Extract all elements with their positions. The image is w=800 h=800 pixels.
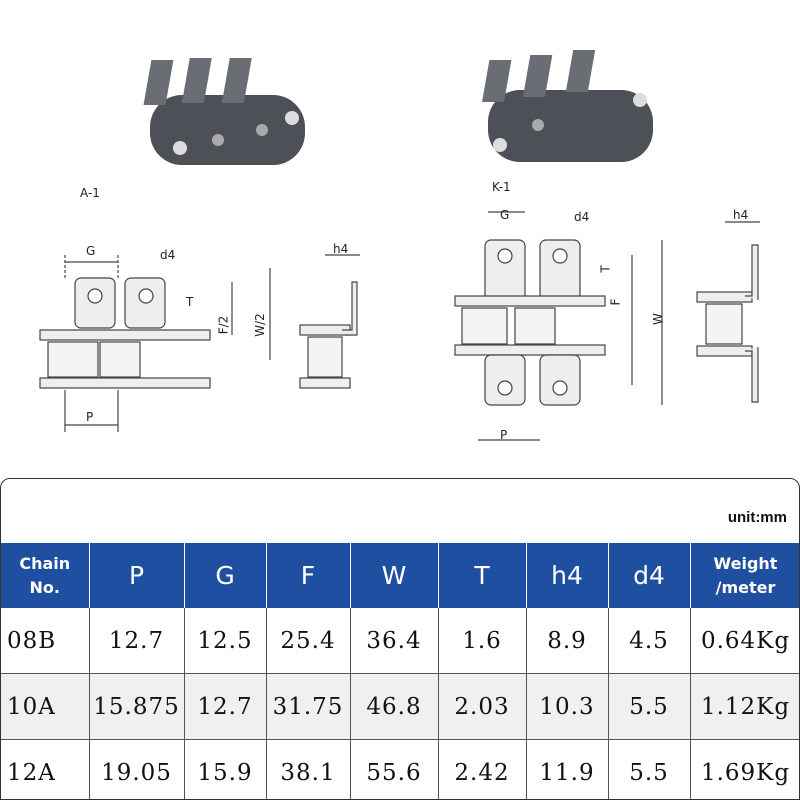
cell-t: 1.6 [438,608,527,674]
header-h4: h4 [526,543,609,608]
header-g: G [184,543,267,608]
a1-chain-photo [143,58,305,165]
k1-side-view [696,221,760,403]
dim-w-k1: W [650,313,665,325]
table-row: 08B 12.7 12.5 25.4 36.4 1.6 8.9 4.5 0.64… [1,608,799,674]
cell-g: 12.5 [184,608,267,674]
cell-d4: 5.5 [608,739,691,799]
cell-f: 25.4 [266,608,351,674]
cell-chain-no: 08B [1,608,90,674]
cell-h4: 10.3 [526,673,609,740]
dim-f-k1: F [608,298,623,306]
dim-h4-a1: h4 [333,242,349,256]
header-weight: Weight /meter [690,543,799,608]
header-w: W [350,543,439,608]
dim-p-k1: P [500,428,508,442]
cell-f: 38.1 [266,739,351,799]
header-t: T [438,543,527,608]
cell-chain-no: 12A [1,739,90,799]
label-a1: A-1 [80,186,100,200]
table-row: 12A 19.05 15.9 38.1 55.6 2.42 11.9 5.5 1… [1,739,799,799]
label-k1: K-1 [492,180,511,194]
table-row: 10A 15.875 12.7 31.75 46.8 2.03 10.3 5.5… [1,673,799,740]
cell-d4: 4.5 [608,608,691,674]
cell-d4: 5.5 [608,673,691,740]
chain-drawing [39,50,760,441]
spec-table: Chain No. P G F W T h4 d4 Weight /meter … [1,543,799,799]
dim-f2-a1: F/2 [216,315,231,335]
cell-weight: 1.12Kg [690,673,799,740]
a1-front-view [39,255,271,432]
cell-w: 55.6 [350,739,439,799]
cell-weight: 0.64Kg [690,608,799,674]
dim-g-a1: G [86,244,96,258]
cell-h4: 11.9 [526,739,609,799]
unit-label: unit:mm [727,509,787,526]
cell-w: 46.8 [350,673,439,740]
cell-g: 15.9 [184,739,267,799]
k1-front-view [454,211,663,441]
header-f: F [266,543,351,608]
cell-h4: 8.9 [526,608,609,674]
dim-t-a1: T [186,295,194,309]
dim-d4-a1: d4 [160,248,176,262]
k1-chain-photo [482,50,653,162]
cell-p: 15.875 [89,673,185,740]
spec-table-frame: unit:mm Chain No. P G F W T h4 d4 Weight [0,478,800,800]
dim-p-a1: P [86,410,94,424]
header-weight-line1: Weight [713,553,778,573]
cell-t: 2.42 [438,739,527,799]
header-row: Chain No. P G F W T h4 d4 Weight /meter [1,543,799,608]
a1-side-view [299,254,360,389]
cell-chain-no: 10A [1,673,90,740]
cell-t: 2.03 [438,673,527,740]
cell-weight: 1.69Kg [690,739,799,799]
dim-w2-a1: W/2 [252,313,267,337]
dim-h4-k1: h4 [733,208,749,222]
header-chain-line2: No. [29,577,60,597]
header-weight-line2: /meter [715,577,776,597]
header-chain-no: Chain No. [1,543,90,608]
cell-f: 31.75 [266,673,351,740]
dim-g-k1: G [500,208,510,222]
cell-g: 12.7 [184,673,267,740]
cell-w: 36.4 [350,608,439,674]
dim-d4-k1: d4 [574,210,590,224]
dim-t-k1: T [598,265,613,273]
header-chain-line1: Chain [19,553,71,573]
header-p: P [89,543,185,608]
cell-p: 12.7 [89,608,185,674]
header-d4: d4 [608,543,691,608]
cell-p: 19.05 [89,739,185,799]
